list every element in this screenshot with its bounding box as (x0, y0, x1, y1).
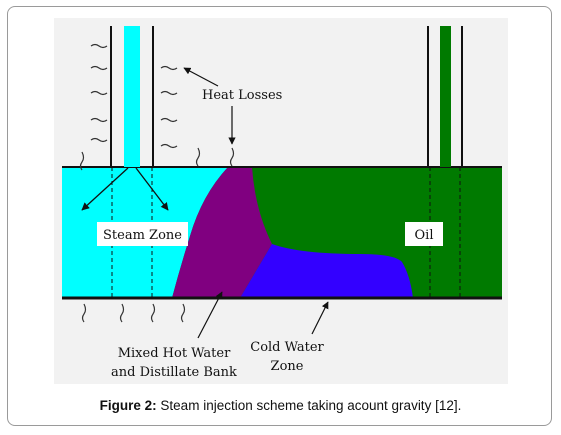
oil-label: Oil (415, 228, 434, 243)
cold-water-arrow (311, 301, 329, 335)
caption-text: Steam injection scheme taking acount gra… (156, 398, 462, 413)
cold-water-label-line1: Cold Water (250, 340, 324, 355)
steam-injection-well (124, 26, 140, 167)
heat-loss-squiggles-bottom (81, 303, 186, 323)
heat-losses-arrow-upper (183, 67, 219, 87)
mixed-bank-label-line1: Mixed Hot Water (118, 346, 231, 361)
steam-flow-arrow-left (81, 167, 129, 211)
heat-losses-label: Heat Losses (202, 88, 282, 103)
caption-label: Figure 2: (99, 398, 157, 413)
heat-loss-squiggles-left (79, 43, 108, 171)
mixed-hot-water-bank (172, 167, 272, 298)
cold-water-zone (240, 244, 413, 298)
oil-label-box (405, 222, 443, 246)
mixed-bank-arrow (197, 291, 223, 339)
steam-zone-label: Steam Zone (103, 228, 182, 243)
mixed-bank-label-line2: and Distillate Bank (111, 365, 237, 380)
steam-flow-arrow-right (135, 167, 169, 211)
figure-caption: Figure 2: Steam injection scheme taking … (0, 398, 561, 413)
oil-production-well (440, 26, 451, 167)
cold-water-label-line2: Zone (271, 359, 304, 374)
heat-loss-squiggles-right (160, 65, 235, 167)
steam-zone-label-box (97, 222, 188, 246)
